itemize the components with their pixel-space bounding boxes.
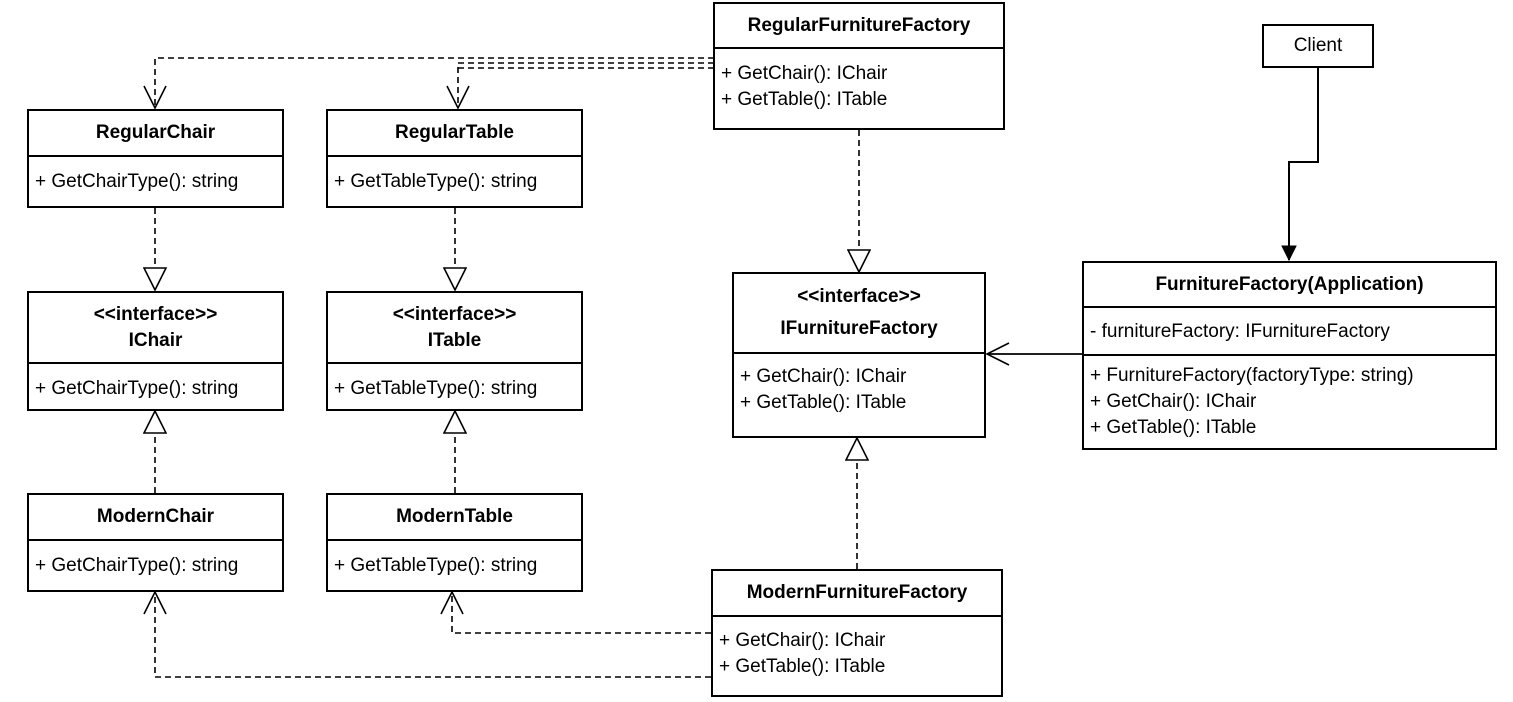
class-regular-chair[interactable]: RegularChair + GetChairType(): string [27,109,284,208]
class-regular-table-header: RegularTable [328,111,581,157]
association-client-to-app [1289,67,1319,260]
class-method: + GetChair(): IChair [740,366,907,387]
dependency-regular-factory-to-regular-table [458,62,714,108]
client-label: Client [1293,35,1343,56]
class-modern-furniture-factory-name: ModernFurnitureFactory [746,582,968,603]
class-regular-table-methods: + GetTableType(): string [328,157,581,195]
class-modern-chair-header: ModernChair [29,495,282,541]
class-furniture-factory-application[interactable]: FurnitureFactory(Application) - furnitur… [1082,261,1497,450]
interface-itable-name: ITable [427,329,482,351]
class-modern-chair-name: ModernChair [96,506,215,527]
class-regular-furniture-factory[interactable]: RegularFurnitureFactory + GetChair(): IC… [713,2,1005,130]
class-method: + GetTableType(): string [334,171,538,192]
interface-stereotype: <<interface>> [392,303,517,325]
class-modern-furniture-factory[interactable]: ModernFurnitureFactory + GetChair(): ICh… [711,569,1003,697]
class-regular-furniture-factory-methods: + GetChair(): IChair + GetTable(): ITabl… [715,49,1003,113]
interface-itable[interactable]: <<interface>> ITable + GetTableType(): s… [326,291,583,411]
class-modern-table-name: ModernTable [396,506,513,527]
interface-ichair[interactable]: <<interface>> IChair + GetChairType(): s… [27,291,284,411]
class-regular-furniture-factory-header: RegularFurnitureFactory [715,4,1003,49]
class-regular-chair-header: RegularChair [29,111,282,157]
class-method: + GetChair(): IChair [1090,391,1257,412]
class-method: + GetTable(): ITable [1090,417,1257,438]
class-method: + FurnitureFactory(factoryType: string) [1090,365,1414,386]
class-modern-chair[interactable]: ModernChair + GetChairType(): string [27,493,284,592]
class-modern-chair-methods: + GetChairType(): string [29,541,282,579]
dependency-modern-factory-to-modern-table [452,592,711,634]
class-method: + GetChair(): IChair [719,630,886,651]
class-method: + GetTable(): ITable [719,656,886,677]
interface-ifurniture-factory[interactable]: <<interface>> IFurnitureFactory + GetCha… [732,272,986,438]
interface-ifurniture-factory-methods: + GetChair(): IChair + GetTable(): ITabl… [734,354,984,416]
class-method: + GetTable(): ITable [740,392,907,413]
interface-ichair-header: <<interface>> IChair [29,293,282,364]
class-regular-table[interactable]: RegularTable + GetTableType(): string [326,109,583,208]
class-modern-furniture-factory-methods: + GetChair(): IChair + GetTable(): ITabl… [713,617,1001,680]
class-furniture-factory-application-attributes: - furnitureFactory: IFurnitureFactory [1084,308,1495,356]
class-regular-furniture-factory-name: RegularFurnitureFactory [747,14,971,36]
class-method: + GetChairType(): string [35,555,239,576]
class-modern-table-header: ModernTable [328,495,581,541]
interface-ichair-name: IChair [128,329,183,351]
dependency-regular-factory-to-regular-chair [155,57,714,108]
class-method: + GetTableType(): string [334,378,538,399]
class-method: + GetTableType(): string [334,555,538,576]
class-furniture-factory-application-name: FurnitureFactory(Application) [1155,273,1424,295]
class-method: + GetChairType(): string [35,171,239,192]
interface-ifurniture-factory-header: <<interface>> IFurnitureFactory [734,274,984,354]
class-modern-table-methods: + GetTableType(): string [328,541,581,579]
interface-ifurniture-factory-name: IFurnitureFactory [780,318,938,339]
interface-stereotype: <<interface>> [797,286,921,307]
interface-itable-header: <<interface>> ITable [328,293,581,364]
class-regular-table-name: RegularTable [395,122,514,143]
dependency-modern-factory-to-modern-chair [155,592,711,678]
interface-ichair-methods: + GetChairType(): string [29,364,282,402]
class-furniture-factory-application-header: FurnitureFactory(Application) [1084,263,1495,308]
interface-itable-methods: + GetTableType(): string [328,364,581,402]
class-method: + GetChairType(): string [35,378,239,399]
class-regular-chair-name: RegularChair [95,122,216,143]
class-modern-furniture-factory-header: ModernFurnitureFactory [713,571,1001,617]
class-regular-chair-methods: + GetChairType(): string [29,157,282,195]
class-modern-table[interactable]: ModernTable + GetTableType(): string [326,493,583,592]
class-method: + GetChair(): IChair [721,63,888,84]
class-attribute: - furnitureFactory: IFurnitureFactory [1090,321,1390,342]
class-method: + GetTable(): ITable [721,89,888,110]
client-node[interactable]: Client [1262,24,1374,68]
class-furniture-factory-application-methods: + FurnitureFactory(factoryType: string) … [1084,356,1495,441]
interface-stereotype: <<interface>> [93,303,218,325]
